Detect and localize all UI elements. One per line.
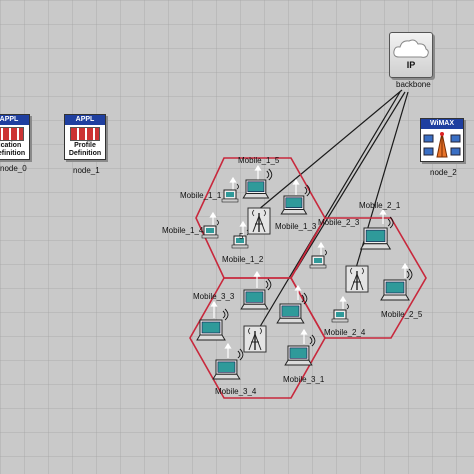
mobile-label-1-3: Mobile_1_3: [275, 222, 317, 231]
appl-text-line-2: Definition: [68, 150, 102, 157]
ip-backbone-node[interactable]: IP: [389, 32, 433, 78]
arrow-6: [379, 208, 387, 224]
mobile-label-3-1: Mobile_3_1: [283, 375, 325, 384]
mobile-label-3-4: Mobile_3_4: [215, 387, 257, 396]
mobile-label-2-1: Mobile_2_1: [359, 201, 401, 210]
backbone-label: backbone: [396, 80, 431, 89]
arrow-7: [317, 241, 325, 255]
mobile-1-3-laptop[interactable]: [280, 184, 311, 215]
appl-text-line-1: lication: [0, 142, 22, 149]
arrow-5: [239, 220, 247, 236]
appl-text-line-1: Profile: [74, 142, 96, 149]
appl-text-line-2: Definition: [0, 150, 26, 157]
mobile-3-1-laptop[interactable]: [284, 334, 316, 366]
base-station-1[interactable]: [247, 207, 271, 235]
cloud-icon: [393, 39, 429, 58]
ip-label: IP: [406, 60, 416, 70]
profile-definition-node[interactable]: APPL Profile Definition: [64, 114, 106, 160]
arrow-4: [209, 211, 217, 225]
arrow-13: [224, 342, 232, 358]
mobile-1-5-laptop[interactable]: [242, 168, 273, 199]
mobile-1-1-device[interactable]: [221, 183, 239, 203]
arrow-9: [339, 295, 347, 309]
mobile-label-2-4: Mobile_2_4: [324, 328, 366, 337]
mobile-label-3-3: Mobile_3_3: [193, 292, 235, 301]
arrow-11: [210, 300, 218, 318]
appl-header: APPL: [65, 115, 105, 125]
mobile-1-4-device[interactable]: [201, 219, 219, 239]
node-1-label: node_1: [73, 166, 100, 175]
link-backbone-bs2[interactable]: [295, 91, 406, 271]
mobile-3-4-laptop[interactable]: [212, 348, 244, 380]
mobile-3-3b-laptop[interactable]: [276, 292, 308, 324]
application-definition-node[interactable]: APPL lication Definition: [0, 114, 30, 160]
arrow-12: [300, 328, 308, 344]
mobile-label-1-5b: 5: [239, 232, 244, 241]
mobility-arrows: [209, 164, 409, 358]
appl-header: APPL: [0, 115, 29, 125]
mobile-2-5-laptop[interactable]: [380, 268, 413, 301]
node-2-label: node_2: [430, 168, 457, 177]
mobile-1-5b-device[interactable]: [231, 229, 249, 249]
arrow-8: [253, 270, 261, 288]
arrow-14: [401, 262, 409, 278]
wimax-config-node[interactable]: WiMAX: [420, 118, 464, 162]
mobile-label-2-3: Mobile_2_3: [318, 218, 360, 227]
arrow-3: [292, 178, 300, 195]
mobile-2-4-device[interactable]: [331, 303, 349, 323]
arrow-1: [254, 164, 262, 180]
arrow-10: [294, 284, 302, 300]
mobile-label-1-5: Mobile_1_5: [238, 156, 280, 165]
mobile-label-2-5: Mobile_2_5: [381, 310, 423, 319]
node-0-label: node_0: [0, 164, 27, 173]
wimax-header: WiMAX: [421, 119, 463, 129]
application-table-icon: [0, 127, 24, 141]
base-station-2[interactable]: [345, 265, 369, 293]
mobile-2-1-laptop[interactable]: [359, 216, 394, 250]
mobile-3-3-laptop[interactable]: [240, 278, 272, 310]
wimax-tower-icon: [423, 132, 461, 158]
link-backbone-bs4[interactable]: [257, 91, 401, 331]
profile-table-icon: [70, 127, 100, 141]
mobile-label-1-4: Mobile_1_4: [162, 226, 204, 235]
mobile-label-1-2: Mobile_1_2: [222, 255, 264, 264]
mobile-label-1-1: Mobile_1_1: [180, 191, 222, 200]
base-station-3[interactable]: [243, 325, 267, 353]
mobile-3-4b-laptop[interactable]: [196, 308, 229, 341]
cell-hexagon-3[interactable]: [189, 277, 326, 399]
link-backbone-bs1[interactable]: [257, 89, 403, 211]
mobile-2-3-device[interactable]: [309, 249, 327, 269]
arrow-2: [229, 176, 237, 190]
